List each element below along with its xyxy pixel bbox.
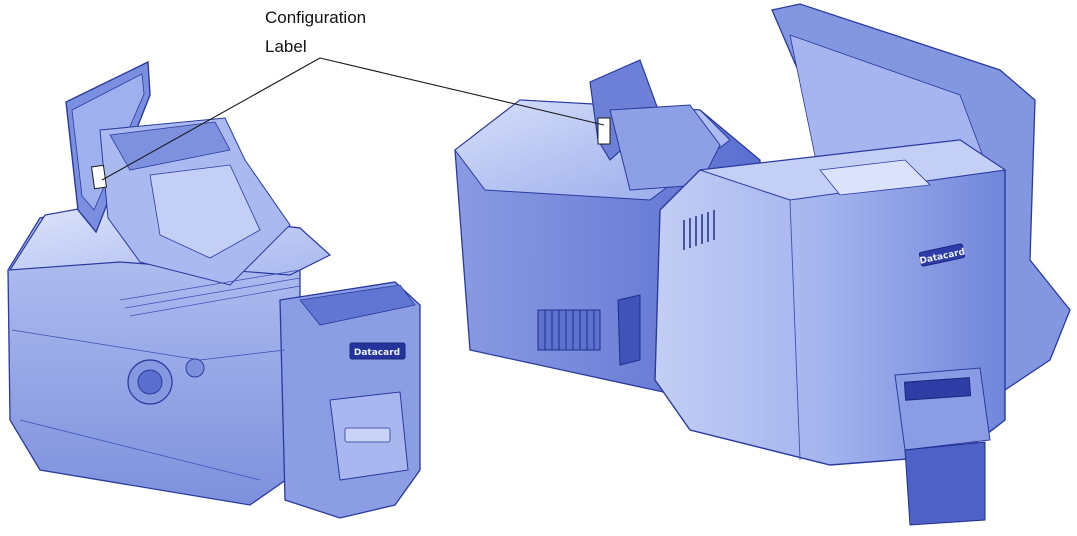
- callout-leader-lines: [101, 57, 605, 181]
- printer-left-module-top: [299, 284, 416, 326]
- printer-right-top-window: [819, 159, 931, 196]
- printer-left-hopper-slot: [344, 427, 391, 443]
- printer-left-configuration-label: [90, 164, 108, 190]
- printer-right-rear-port: [617, 294, 641, 366]
- printer-left-card-path: [149, 164, 261, 259]
- callout-label-line2: Label: [265, 37, 307, 56]
- printer-left-brand-badge: Datacard: [349, 342, 406, 360]
- printer-right-card-hopper: [904, 441, 986, 526]
- printer-right-ribbon-area: [609, 104, 721, 191]
- printer-right-side-vent: [683, 210, 715, 250]
- printer-left-base-line: [19, 419, 261, 481]
- printer-right-rear-vent: [537, 309, 601, 351]
- callout-leader-left: [101, 57, 321, 181]
- printer-left-side-dial: [127, 358, 205, 405]
- printer-right-lcd-display: [903, 377, 972, 401]
- printer-right-configuration-label: [597, 117, 611, 145]
- callout-label-line1: Configuration: [265, 8, 367, 27]
- printer-left-top-ridges: [119, 269, 301, 317]
- printer-left-seam: [11, 329, 286, 361]
- printer-left-brand-text: Datacard: [354, 348, 400, 358]
- callout-leader-right: [319, 57, 605, 126]
- printer-right: Datacard: [454, 3, 1071, 526]
- printer-left-ribbon-cartridge: [109, 121, 231, 171]
- printer-left: Datacard: [7, 60, 421, 519]
- printer-right-front-seam: [789, 199, 801, 461]
